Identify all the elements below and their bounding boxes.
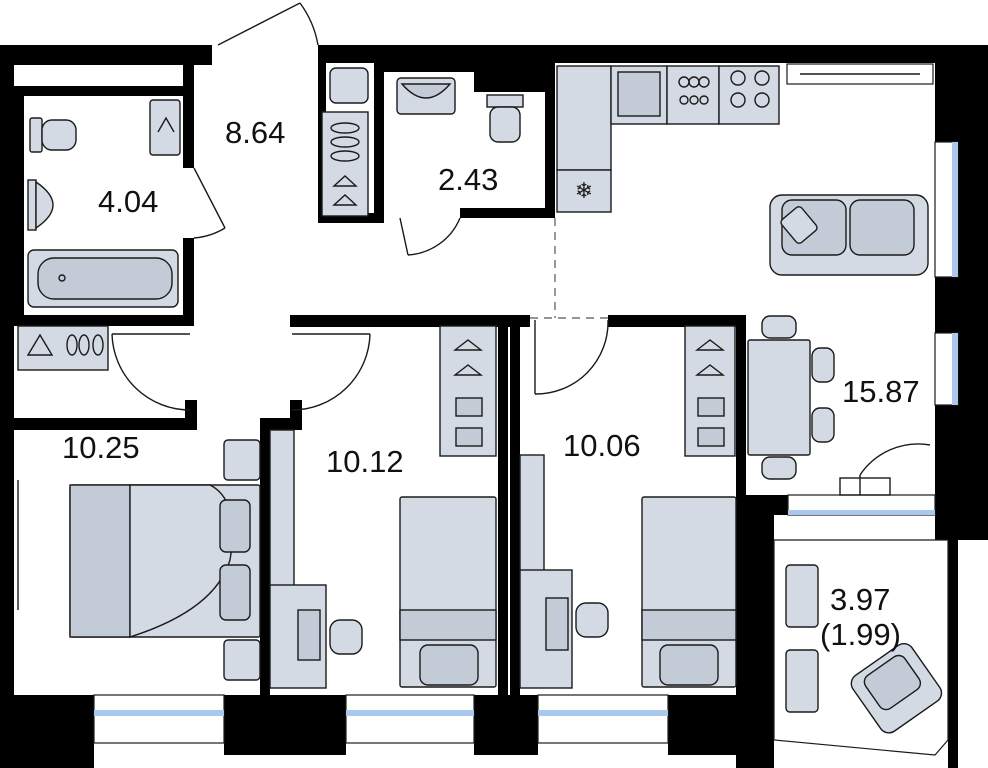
bathroom-fixtures xyxy=(27,99,181,308)
double-bed-icon xyxy=(69,484,261,638)
window-kitchen-top xyxy=(786,63,934,85)
kitchen: ❄ xyxy=(556,65,929,480)
area-balcony: 3.97 xyxy=(830,582,890,617)
dining-table-icon xyxy=(747,315,835,480)
entrance-door xyxy=(217,2,319,46)
area-bedroom-3: 10.06 xyxy=(563,428,641,463)
bedroom-3-door xyxy=(534,319,609,395)
shoe-rack-icon xyxy=(17,325,109,371)
area-hallway: 8.64 xyxy=(225,115,285,150)
doors xyxy=(111,2,931,496)
dishwasher-icon xyxy=(666,65,720,125)
kitchen-sink-icon xyxy=(610,65,668,125)
pouf-icon xyxy=(329,67,369,104)
desk-icon xyxy=(519,569,609,689)
wardrobe-icon xyxy=(684,325,736,457)
bed-icon xyxy=(641,496,737,688)
area-balcony-reduced: (1.99) xyxy=(820,617,901,652)
sink-icon xyxy=(27,179,54,231)
wardrobe-icon xyxy=(439,325,497,457)
balcony-door-swing xyxy=(839,443,931,496)
balcony-door xyxy=(787,494,936,516)
toilet-icon xyxy=(29,117,77,153)
plant-icon xyxy=(785,649,819,713)
window-bedroom-main xyxy=(93,694,225,744)
area-bedroom-2: 10.12 xyxy=(326,444,404,479)
bedroom-3-furniture xyxy=(519,325,737,689)
bedroom-main-furniture xyxy=(17,439,261,681)
wardrobe-icon xyxy=(321,111,369,217)
window-living-mid xyxy=(934,332,959,406)
desk-icon xyxy=(269,584,363,689)
bedroom-main-door xyxy=(111,333,371,411)
hallway-furniture xyxy=(321,67,369,217)
shelf-icon xyxy=(519,454,545,586)
walls xyxy=(0,45,988,768)
area-bathroom: 4.04 xyxy=(98,184,158,219)
nightstand-icon xyxy=(223,439,261,481)
window-bedroom-3 xyxy=(537,694,669,744)
sofa-icon xyxy=(769,194,929,276)
washing-machine-icon xyxy=(149,99,181,156)
area-labels: 4.04 8.64 2.43 15.87 10.25 10.12 10.06 3… xyxy=(62,115,920,652)
wc-door xyxy=(399,217,461,256)
shelf-icon xyxy=(269,429,295,591)
balcony-furniture xyxy=(785,564,943,734)
svg-text:❄: ❄ xyxy=(575,179,593,204)
stove-icon xyxy=(718,65,780,125)
plant-icon xyxy=(785,564,819,628)
fridge-icon: ❄ xyxy=(556,169,612,213)
area-wc: 2.43 xyxy=(438,162,498,197)
nightstand-icon xyxy=(223,639,261,681)
wc-sink-icon xyxy=(396,77,456,115)
window-living-top xyxy=(934,141,959,278)
wc-toilet-icon xyxy=(486,94,524,143)
armchair-icon xyxy=(850,642,943,734)
bathroom-door xyxy=(193,167,226,239)
kitchen-cabinet xyxy=(556,65,612,171)
bedroom-2-furniture xyxy=(269,325,497,689)
bed-icon xyxy=(399,496,497,688)
windows xyxy=(93,63,959,744)
window-bedroom-2 xyxy=(345,694,475,744)
bathtub-icon xyxy=(27,249,179,308)
area-bedroom-main: 10.25 xyxy=(62,430,140,465)
area-kitchen-living: 15.87 xyxy=(842,374,920,409)
wc-fixtures xyxy=(396,77,524,143)
